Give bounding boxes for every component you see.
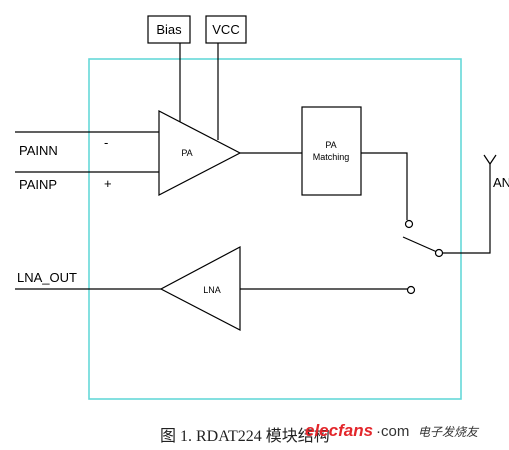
- pa-matching-label-line1: PA: [325, 140, 336, 150]
- painn-label: PAINN: [19, 143, 58, 158]
- matching-out-wire: [361, 152, 408, 220]
- pa-matching-box: [301, 106, 362, 196]
- antenna-label: ANT: [493, 175, 509, 190]
- pa-matching-label-line2: Matching: [313, 152, 350, 162]
- watermark-chinese: 电子发烧友: [418, 425, 480, 439]
- painp-label: PAINP: [19, 177, 57, 192]
- watermark-dotcom: ·com: [376, 423, 409, 440]
- antenna-feed-wire: [443, 164, 491, 254]
- minus-sign: -: [104, 135, 108, 150]
- pa-label: PA: [181, 148, 192, 158]
- pa-amplifier: [158, 110, 242, 196]
- switch-common-contact: [434, 248, 444, 258]
- bias-label: Bias: [156, 22, 182, 37]
- vcc-label: VCC: [212, 22, 239, 37]
- lna-out-label: LNA_OUT: [17, 270, 77, 285]
- switch-contact-rx: [406, 285, 416, 295]
- plus-sign: +: [104, 176, 112, 191]
- watermark-brand: elecfans: [305, 421, 373, 440]
- lna-label: LNA: [203, 285, 221, 295]
- switch-contact-tx: [404, 219, 414, 229]
- antenna-icon: [483, 154, 497, 166]
- lna-amplifier: [159, 246, 241, 331]
- vcc-box: [205, 15, 247, 44]
- chip-boundary: [88, 58, 462, 400]
- bias-box: [147, 15, 191, 44]
- switch-blade: [402, 236, 438, 253]
- figure-caption: 图 1. RDAT224 模块结构: [160, 427, 330, 445]
